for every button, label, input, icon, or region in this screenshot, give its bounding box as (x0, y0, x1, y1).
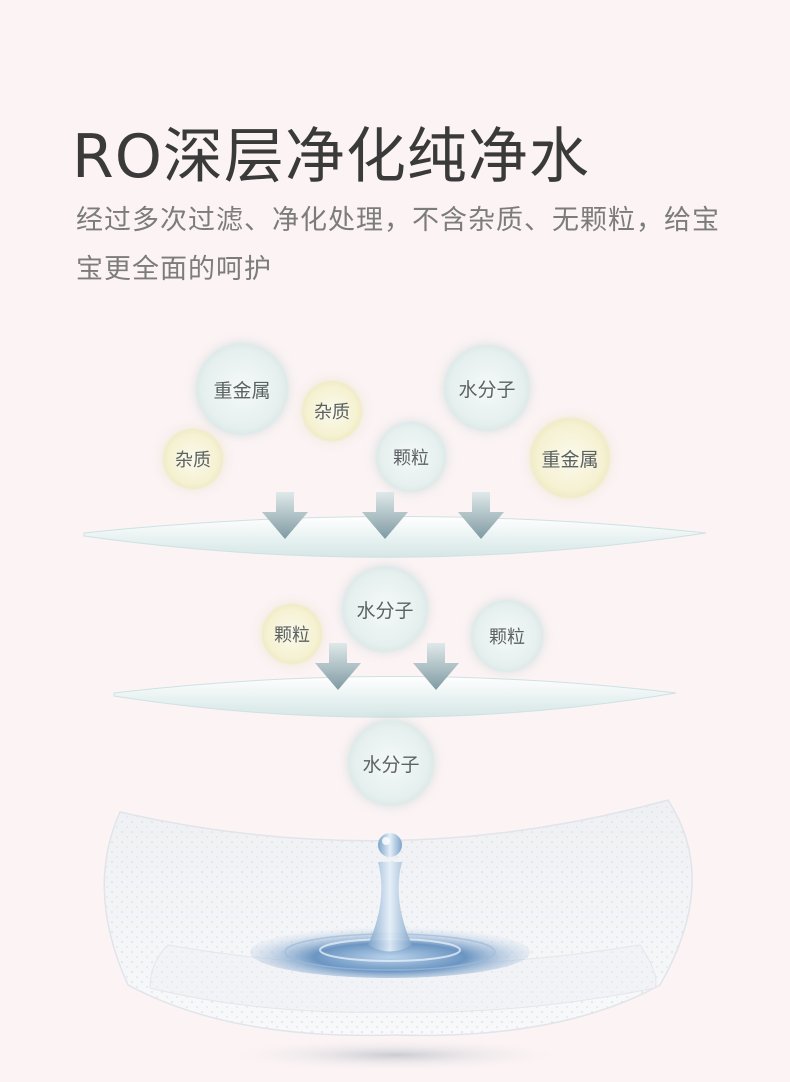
bubble-water-molecule: 水分子 (348, 720, 434, 806)
bubble-label: 颗粒 (393, 448, 429, 469)
bubble-heavy-metal: 重金属 (196, 343, 288, 435)
bubble-particle: 颗粒 (471, 600, 543, 672)
bubble-label: 杂质 (175, 450, 211, 471)
arrow-down-icon (362, 492, 408, 539)
bubble-particle: 颗粒 (376, 422, 446, 492)
bubble-heavy-metal: 重金属 (530, 418, 610, 498)
filter-membrane-2 (113, 676, 677, 718)
bubble-water-molecule: 水分子 (342, 566, 428, 652)
bubble-label: 颗粒 (274, 625, 310, 646)
bubble-label: 颗粒 (489, 627, 525, 648)
water-splash-icon (250, 833, 530, 978)
arrow-down-icon (413, 643, 459, 690)
bubble-water-molecule: 水分子 (444, 345, 530, 431)
bubble-impurity: 杂质 (302, 381, 362, 441)
page-subtitle: 经过多次过滤、净化处理，不含杂质、无颗粒，给宝宝更全面的呵护 (76, 205, 720, 285)
arrow-down-icon (458, 492, 504, 539)
page-title: RO深层净化纯净水 (72, 122, 590, 192)
arrow-down-icon (315, 643, 361, 690)
bubble-label: 重金属 (213, 379, 271, 402)
bubble-label: 水分子 (356, 599, 414, 622)
bubble-impurity: 杂质 (163, 429, 223, 489)
bubble-label: 杂质 (314, 402, 350, 423)
bubble-label: 水分子 (458, 378, 516, 401)
bubble-label: 水分子 (362, 753, 420, 776)
bubble-particle: 颗粒 (262, 604, 322, 664)
bubble-label: 重金属 (541, 448, 599, 471)
arrow-down-icon (262, 492, 308, 539)
